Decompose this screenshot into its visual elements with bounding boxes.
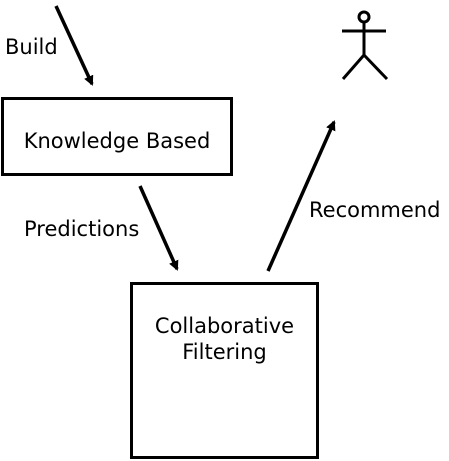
recommend-label: Recommend <box>309 198 441 222</box>
collaborative-filtering-line2: Filtering <box>182 340 267 365</box>
knowledge-based-label: Knowledge Based <box>23 129 211 153</box>
knowledge-based-node: Knowledge Based <box>1 97 233 176</box>
collaborative-filtering-label: Collaborative Filtering <box>133 313 316 366</box>
collaborative-filtering-line1: Collaborative <box>154 314 295 338</box>
build-label: Build <box>5 35 58 59</box>
build-arrow <box>54 5 94 86</box>
stick-figure-user-icon <box>341 10 389 81</box>
predictions-label: Predictions <box>24 217 140 241</box>
collaborative-filtering-node: Collaborative Filtering <box>130 282 319 459</box>
predictions-arrow <box>138 185 179 271</box>
recommend-arrow <box>266 120 336 272</box>
